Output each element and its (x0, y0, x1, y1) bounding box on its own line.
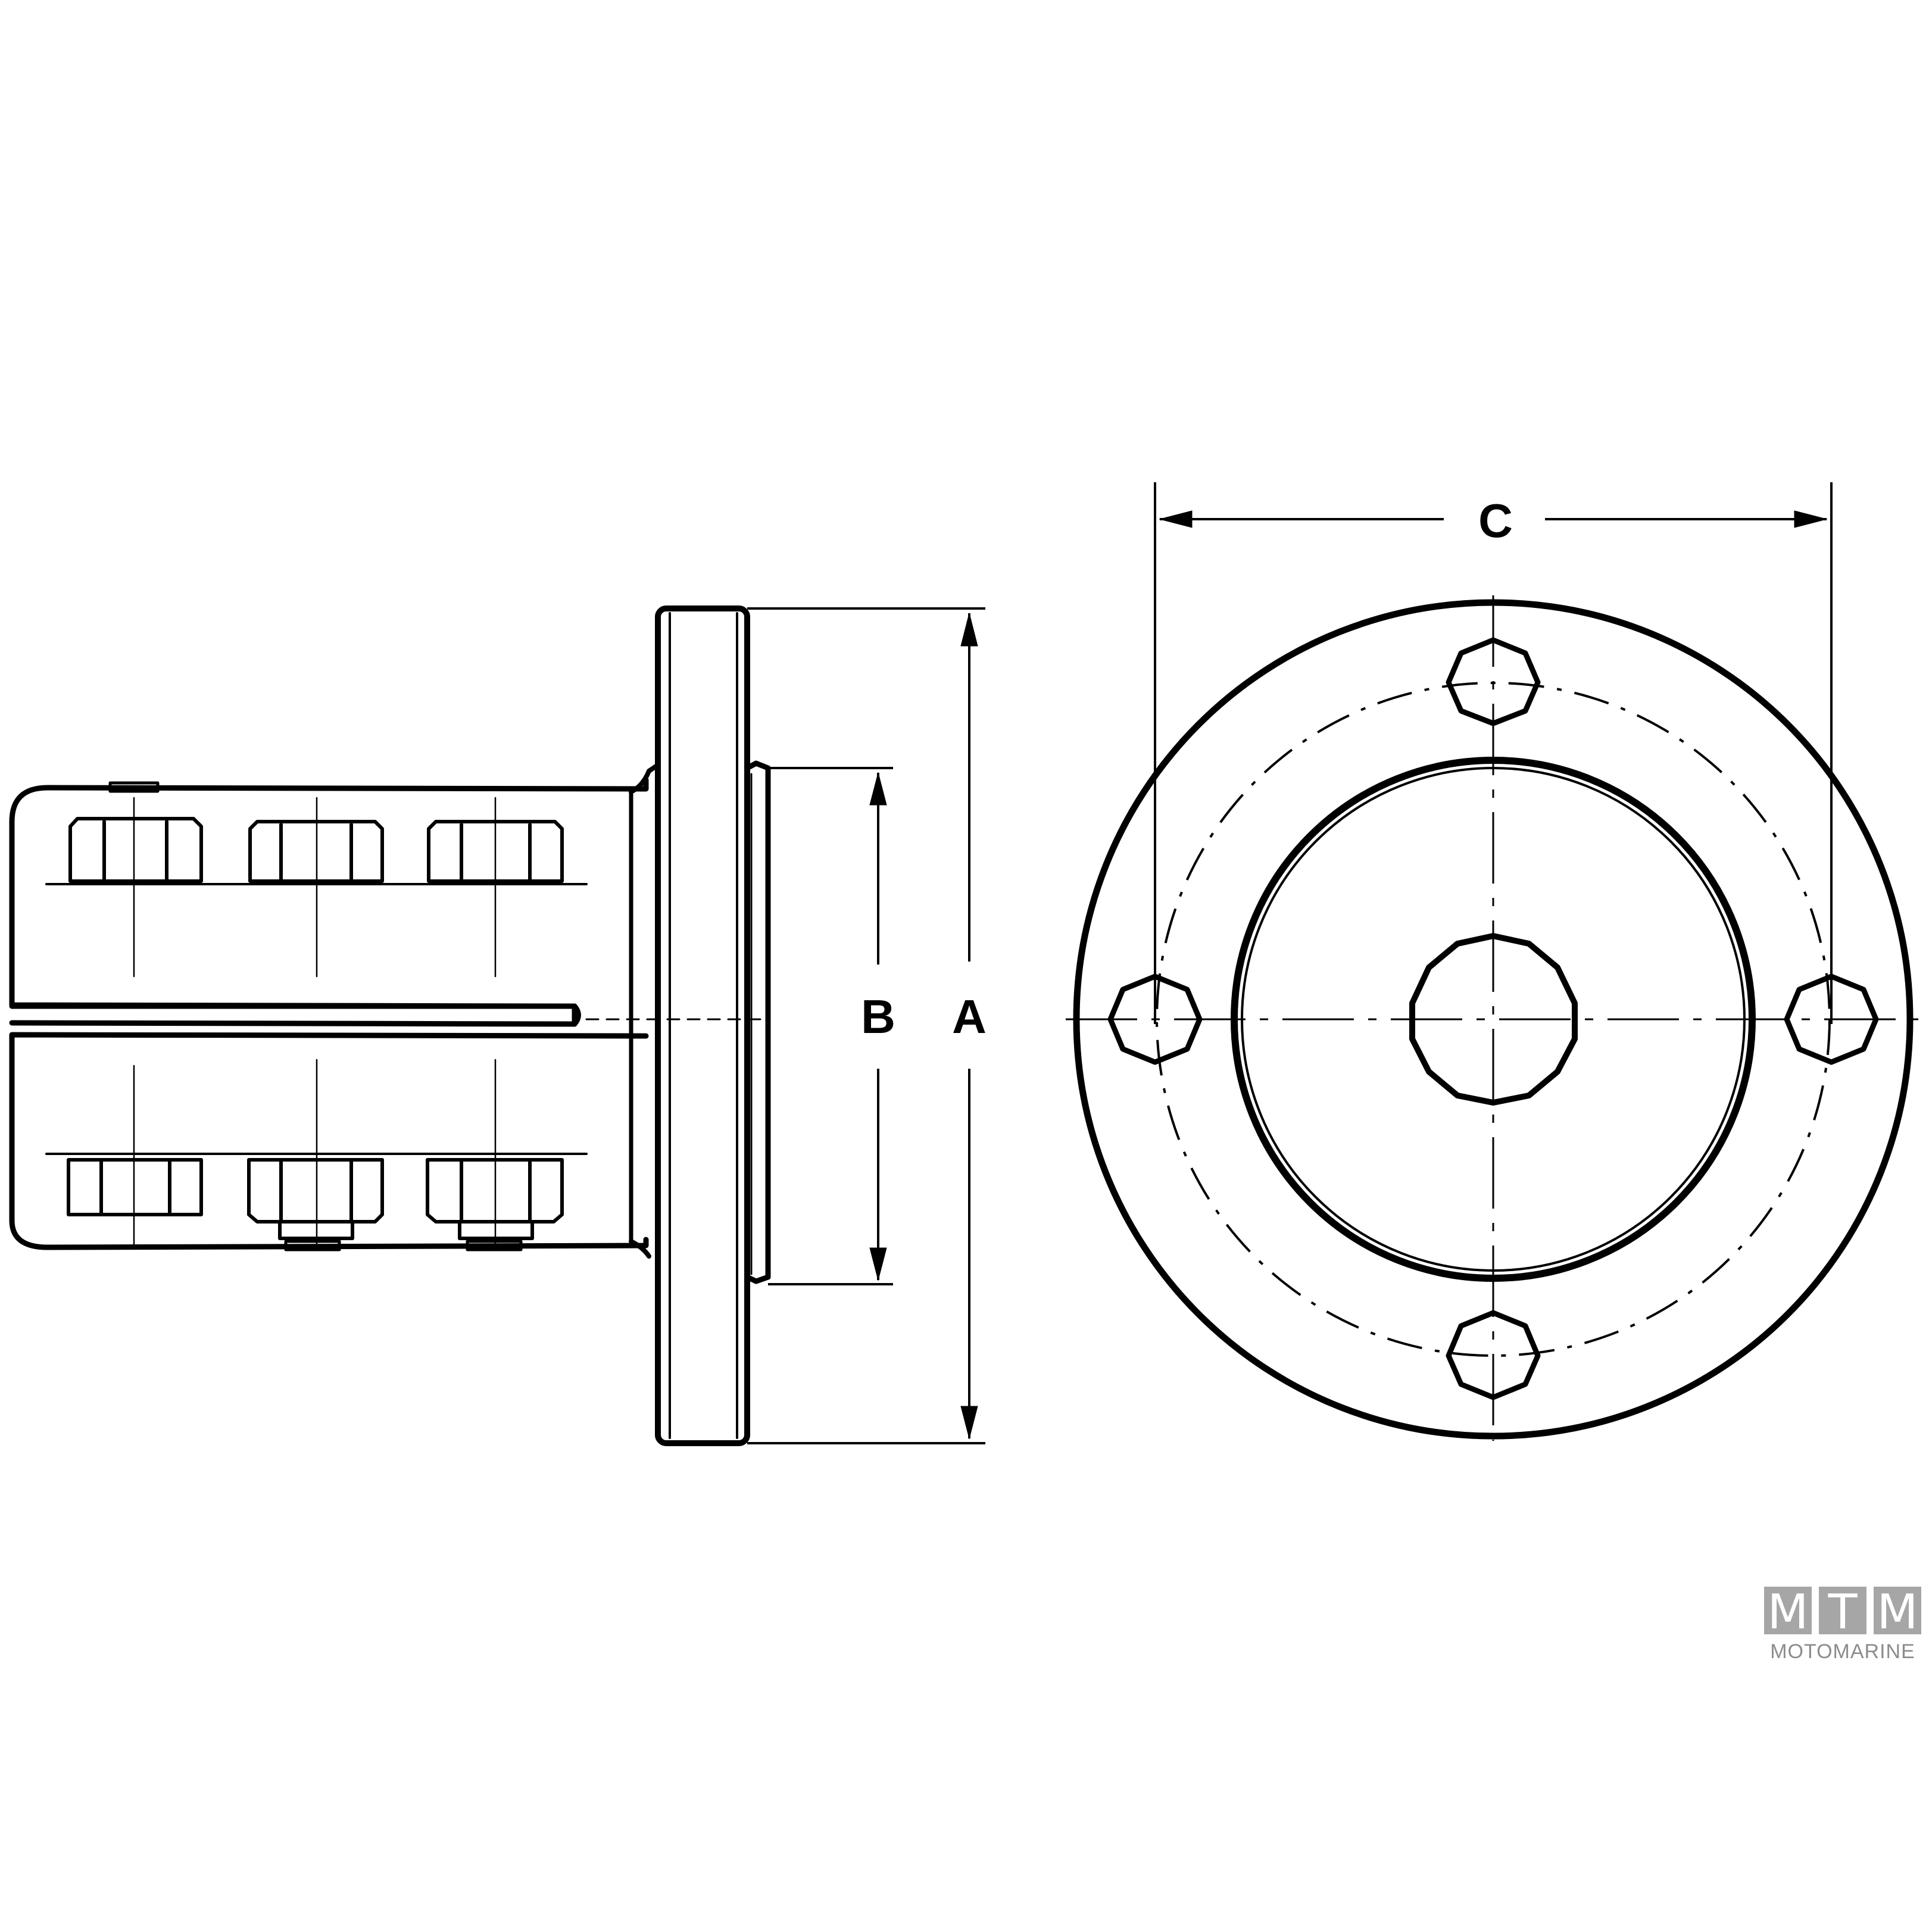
spigot (744, 760, 771, 1284)
lower-nut-1 (67, 1158, 203, 1216)
bolt-axes (133, 797, 497, 1246)
lower-nut-2 (247, 1158, 384, 1240)
flange-plate (655, 605, 750, 1446)
center-bore (1409, 933, 1578, 1106)
clamp-slot (9, 1003, 581, 1027)
bottom-strip-2 (466, 1240, 523, 1251)
logo-box-2 (1819, 1587, 1866, 1634)
dimension-c-label: C (1478, 494, 1513, 547)
bolt-hole-left (1107, 973, 1203, 1065)
front-view (1066, 595, 1920, 1441)
logo-letter-2: T (1828, 1584, 1858, 1640)
logo-letter-1: M (1767, 1584, 1808, 1640)
dimension-b-label: B (861, 990, 895, 1043)
upper-clamp-jaw (9, 777, 649, 1027)
dimension-c (1154, 482, 1833, 1024)
motomarine-logo: M T M MOTOMARINE (1764, 1584, 1921, 1663)
clamp-neck (629, 763, 660, 1259)
bottom-strip-1 (284, 1240, 341, 1251)
logo-box-1 (1764, 1587, 1812, 1634)
top-strip (108, 781, 160, 793)
dimension-a (747, 607, 985, 1444)
dimension-a-label: A (952, 990, 987, 1043)
side-view (9, 605, 771, 1446)
logo-box-3 (1874, 1587, 1921, 1634)
upper-nut-2 (248, 820, 384, 883)
bolt-hole-right (1784, 973, 1879, 1065)
lower-clamp-jaw (9, 1032, 649, 1250)
dimension-b (768, 767, 893, 1285)
logo-subtitle: MOTOMARINE (1770, 1640, 1915, 1663)
logo-letter-3: M (1877, 1584, 1918, 1640)
upper-nut-3 (427, 820, 564, 883)
upper-nut-1 (68, 817, 203, 883)
